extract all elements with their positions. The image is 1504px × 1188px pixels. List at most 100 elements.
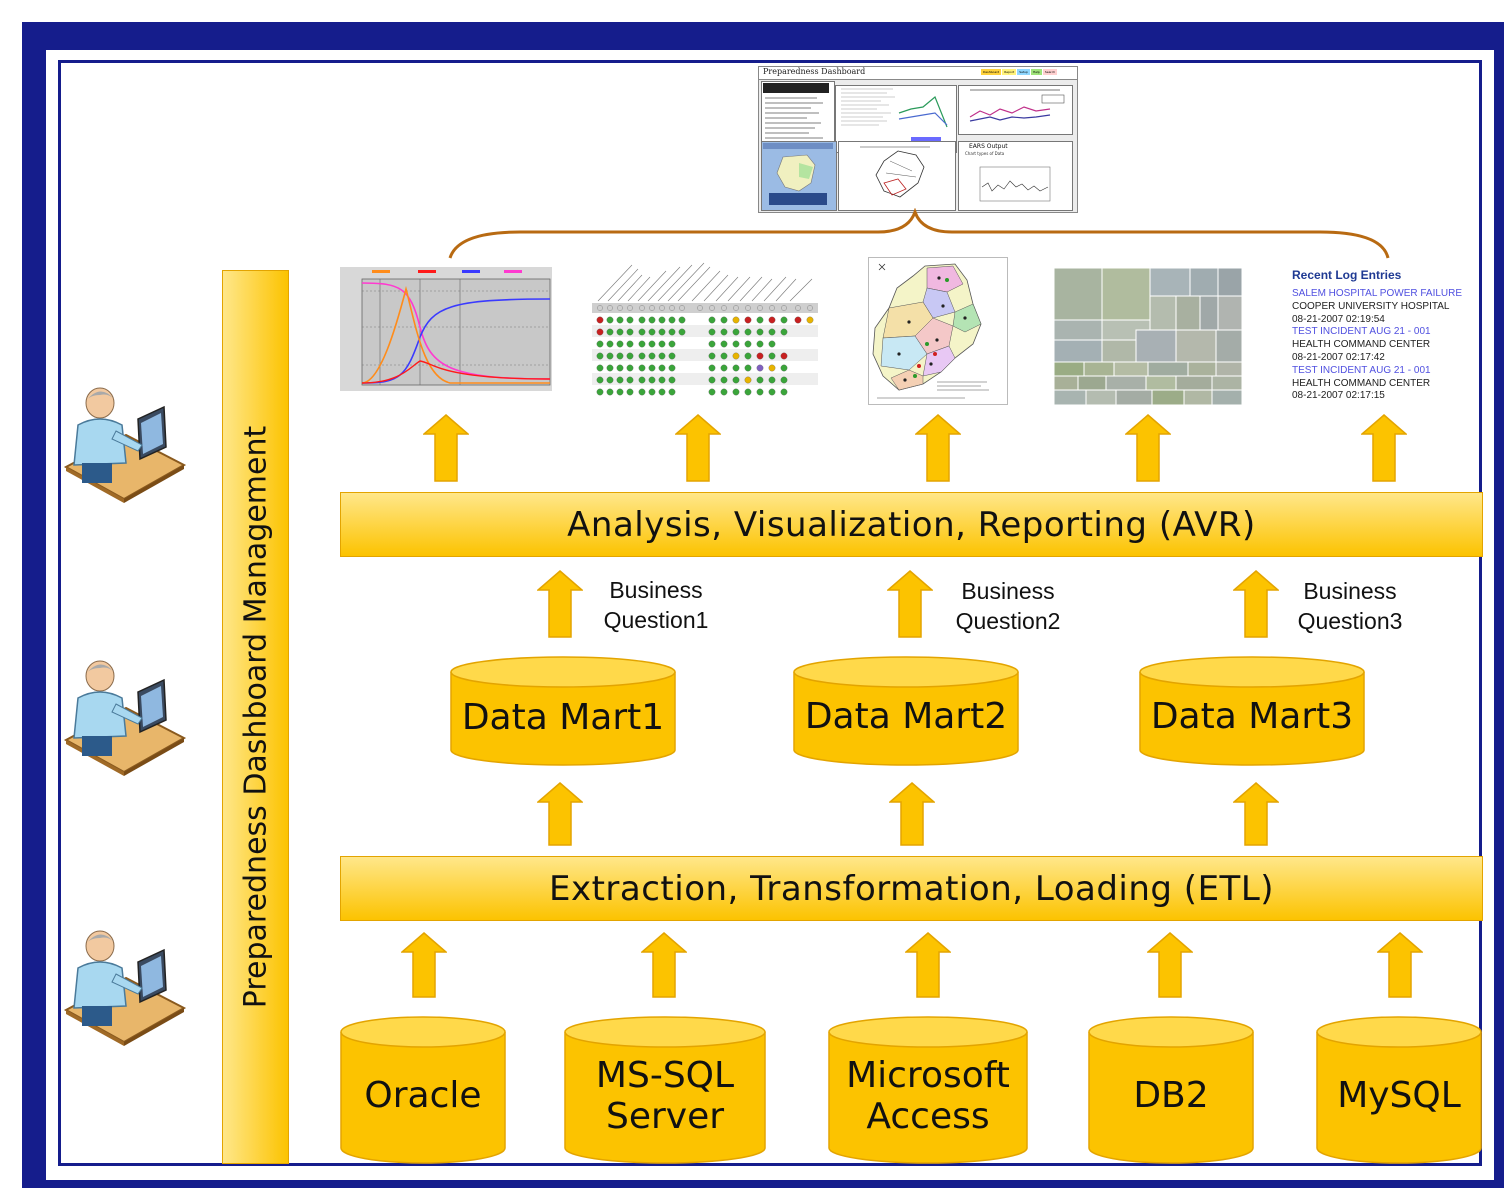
up-arrow-icon (1361, 414, 1407, 482)
log-list: SALEM HOSPITAL POWER FAILURE COOPER UNIV… (1292, 288, 1482, 403)
up-arrow-icon (423, 414, 469, 482)
status-dot (732, 328, 740, 336)
status-dot (626, 316, 634, 324)
status-dot (744, 340, 752, 348)
status-dot (596, 388, 604, 396)
status-dot (781, 305, 787, 311)
status-dot (616, 388, 624, 396)
avr-label: Analysis, Visualization, Reporting (AVR) (567, 504, 1256, 545)
up-arrow-icon (1233, 782, 1279, 846)
log-source: COOPER UNIVERSITY HOSPITAL (1292, 300, 1450, 312)
status-dot (668, 376, 676, 384)
bq-line1: Business (961, 578, 1055, 604)
status-dot (616, 376, 624, 384)
status-dot (597, 305, 603, 311)
etl-label: Extraction, Transformation, Loading (ETL… (548, 868, 1275, 909)
status-dot (709, 305, 715, 311)
bq-line1: Business (1303, 578, 1397, 604)
status-dot (780, 328, 788, 336)
status-dot (768, 328, 776, 336)
user-at-desk-icon (63, 660, 187, 776)
status-dot (744, 364, 752, 372)
status-dot (768, 388, 776, 396)
status-dot (596, 376, 604, 384)
log-headline-link[interactable]: TEST INCIDENT AUG 21 - 001 (1292, 364, 1431, 376)
status-dot (596, 340, 604, 348)
status-dot (668, 340, 676, 348)
log-headline-link[interactable]: TEST INCIDENT AUG 21 - 001 (1292, 326, 1431, 338)
status-dot (648, 376, 656, 384)
status-dot (756, 328, 764, 336)
status-dot (807, 305, 813, 311)
status-dot (606, 364, 614, 372)
ears-title: EARS Output (969, 143, 1008, 150)
frame-border (58, 60, 1482, 1166)
status-dot (616, 328, 624, 336)
grouping-brace (448, 208, 1390, 259)
status-dot (596, 316, 604, 324)
data-mart-2: Data Mart2 (793, 656, 1019, 766)
data-mart-label: Data Mart1 (461, 697, 665, 739)
log-headline-link[interactable]: SALEM HOSPITAL POWER FAILURE (1292, 288, 1463, 299)
status-dot (756, 376, 764, 384)
status-dot (720, 340, 728, 348)
status-dot (708, 364, 716, 372)
preview-tab: Dashboard (981, 69, 1002, 75)
preview-mart-chart (969, 89, 1065, 122)
status-dot (649, 305, 655, 311)
source-db-access: Microsoft Access (828, 1016, 1028, 1164)
up-arrow-icon (1125, 414, 1171, 482)
status-dot (648, 352, 656, 360)
sir-epidemic-chart-thumb (340, 267, 552, 405)
status-dot (639, 305, 645, 311)
status-dot (732, 340, 740, 348)
status-dot (638, 328, 646, 336)
business-question-3: Business Question3 (1280, 576, 1420, 637)
status-dot (668, 388, 676, 396)
bq-line1: Business (609, 577, 703, 603)
status-dot (668, 328, 676, 336)
source-line1: Oracle (364, 1075, 482, 1117)
business-question-1: Business Question1 (586, 575, 726, 636)
status-dot (720, 352, 728, 360)
status-dot (606, 316, 614, 324)
status-dot (745, 305, 751, 311)
status-dot (721, 305, 727, 311)
source-db-db2: DB2 (1088, 1016, 1254, 1164)
status-dot (606, 388, 614, 396)
status-dot (648, 328, 656, 336)
avr-layer-bar: Analysis, Visualization, Reporting (AVR) (340, 492, 1483, 557)
log-time: 08-21-2007 02:17:15 (1292, 390, 1385, 402)
status-dot (744, 376, 752, 384)
source-line2: Server (605, 1096, 725, 1137)
status-dot (732, 316, 740, 324)
status-dot (744, 316, 752, 324)
status-dot (720, 376, 728, 384)
preview-ears-chart (979, 166, 1051, 202)
up-arrow-icon (905, 932, 951, 998)
source-line1: DB2 (1133, 1075, 1209, 1117)
status-dot (732, 352, 740, 360)
log-time: 08-21-2007 02:19:54 (1292, 313, 1385, 325)
source-line1: MS-SQL (595, 1054, 735, 1096)
status-dot (668, 316, 676, 324)
status-dot (720, 328, 728, 336)
status-dot (606, 328, 614, 336)
source-db-label: DB2 (1088, 1050, 1254, 1142)
bq-line2: Question1 (603, 607, 709, 634)
data-mart-label: Data Mart2 (804, 696, 1008, 738)
source-line1: MySQL (1337, 1075, 1461, 1117)
status-dot (658, 364, 666, 372)
status-dot (720, 316, 728, 324)
state-map-thumb (868, 257, 1008, 405)
status-dot (756, 352, 764, 360)
status-dot (678, 328, 686, 336)
status-dot (768, 352, 776, 360)
source-db-oracle: Oracle (340, 1016, 506, 1164)
status-dot (626, 388, 634, 396)
bq-line2: Question2 (955, 608, 1061, 635)
status-dot (626, 364, 634, 372)
preview-tab: Help (1030, 69, 1042, 75)
status-dot (616, 340, 624, 348)
status-dot (732, 376, 740, 384)
